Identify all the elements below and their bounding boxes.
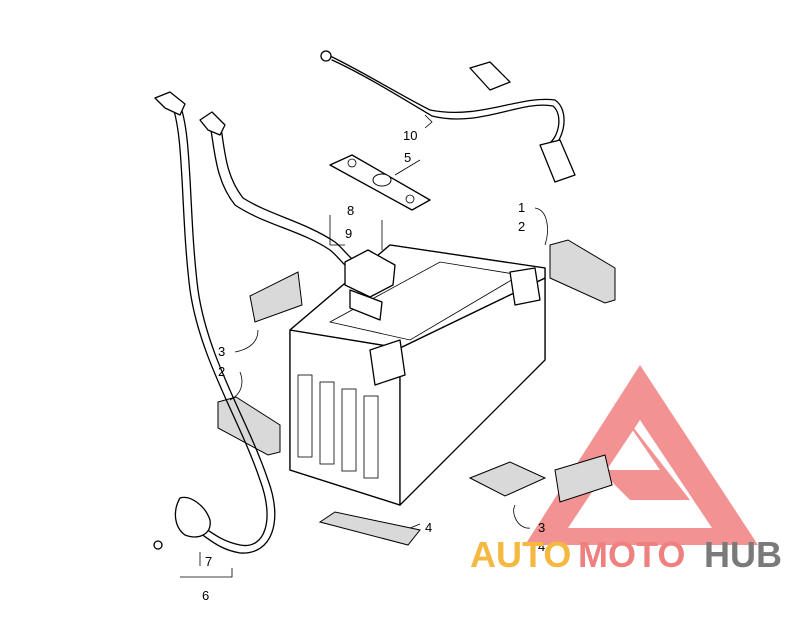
callout-5: 5 [404,150,411,165]
negative-cable-ring-terminal [154,91,186,116]
callout-7: 7 [205,554,212,569]
positive-terminal [509,267,541,306]
pad-left-lower [217,396,281,456]
positive-cable [199,111,396,321]
watermark-logo [525,365,758,545]
cable-cap-9 [344,249,396,298]
callout-4-bottom-left: 4 [425,520,432,535]
hold-down-bar [329,154,431,211]
pad-bottom-left [318,511,421,546]
callout-4-right: 4 [538,539,545,554]
watermark-triangle-notch [600,400,690,500]
watermark-text: AUTO MOTO HUB [470,534,782,575]
pad-bottom-right [468,461,547,497]
negative-cable-boot [174,496,211,538]
pad-left [249,271,303,323]
callout-2-right: 2 [518,219,525,234]
leader-lines [180,114,548,578]
callout-9: 9 [345,226,352,241]
watermark-auto: AUTO [470,534,571,575]
negative-cable [153,91,276,554]
pad-right-top [549,239,616,304]
callout-labels: 10 5 8 9 1 2 3 2 4 3 4 7 6 [202,128,545,603]
watermark-hub: HUB [704,534,782,575]
harness-connector [469,61,511,91]
positive-cable-terminal [199,111,226,136]
harness-fuse-end [539,139,576,183]
battery-cell-ribs [297,374,379,479]
callout-6: 6 [202,588,209,603]
watermark-moto: MOTO [578,534,685,575]
callout-8: 8 [347,203,354,218]
wiring-harness [320,50,576,183]
callout-10: 10 [403,128,417,143]
callout-1: 1 [518,200,525,215]
negative-terminal [369,339,406,386]
callout-3-right: 3 [538,520,545,535]
pad-right-small [554,454,613,503]
callout-2-left: 2 [218,364,225,379]
callout-3-left: 3 [218,344,225,359]
